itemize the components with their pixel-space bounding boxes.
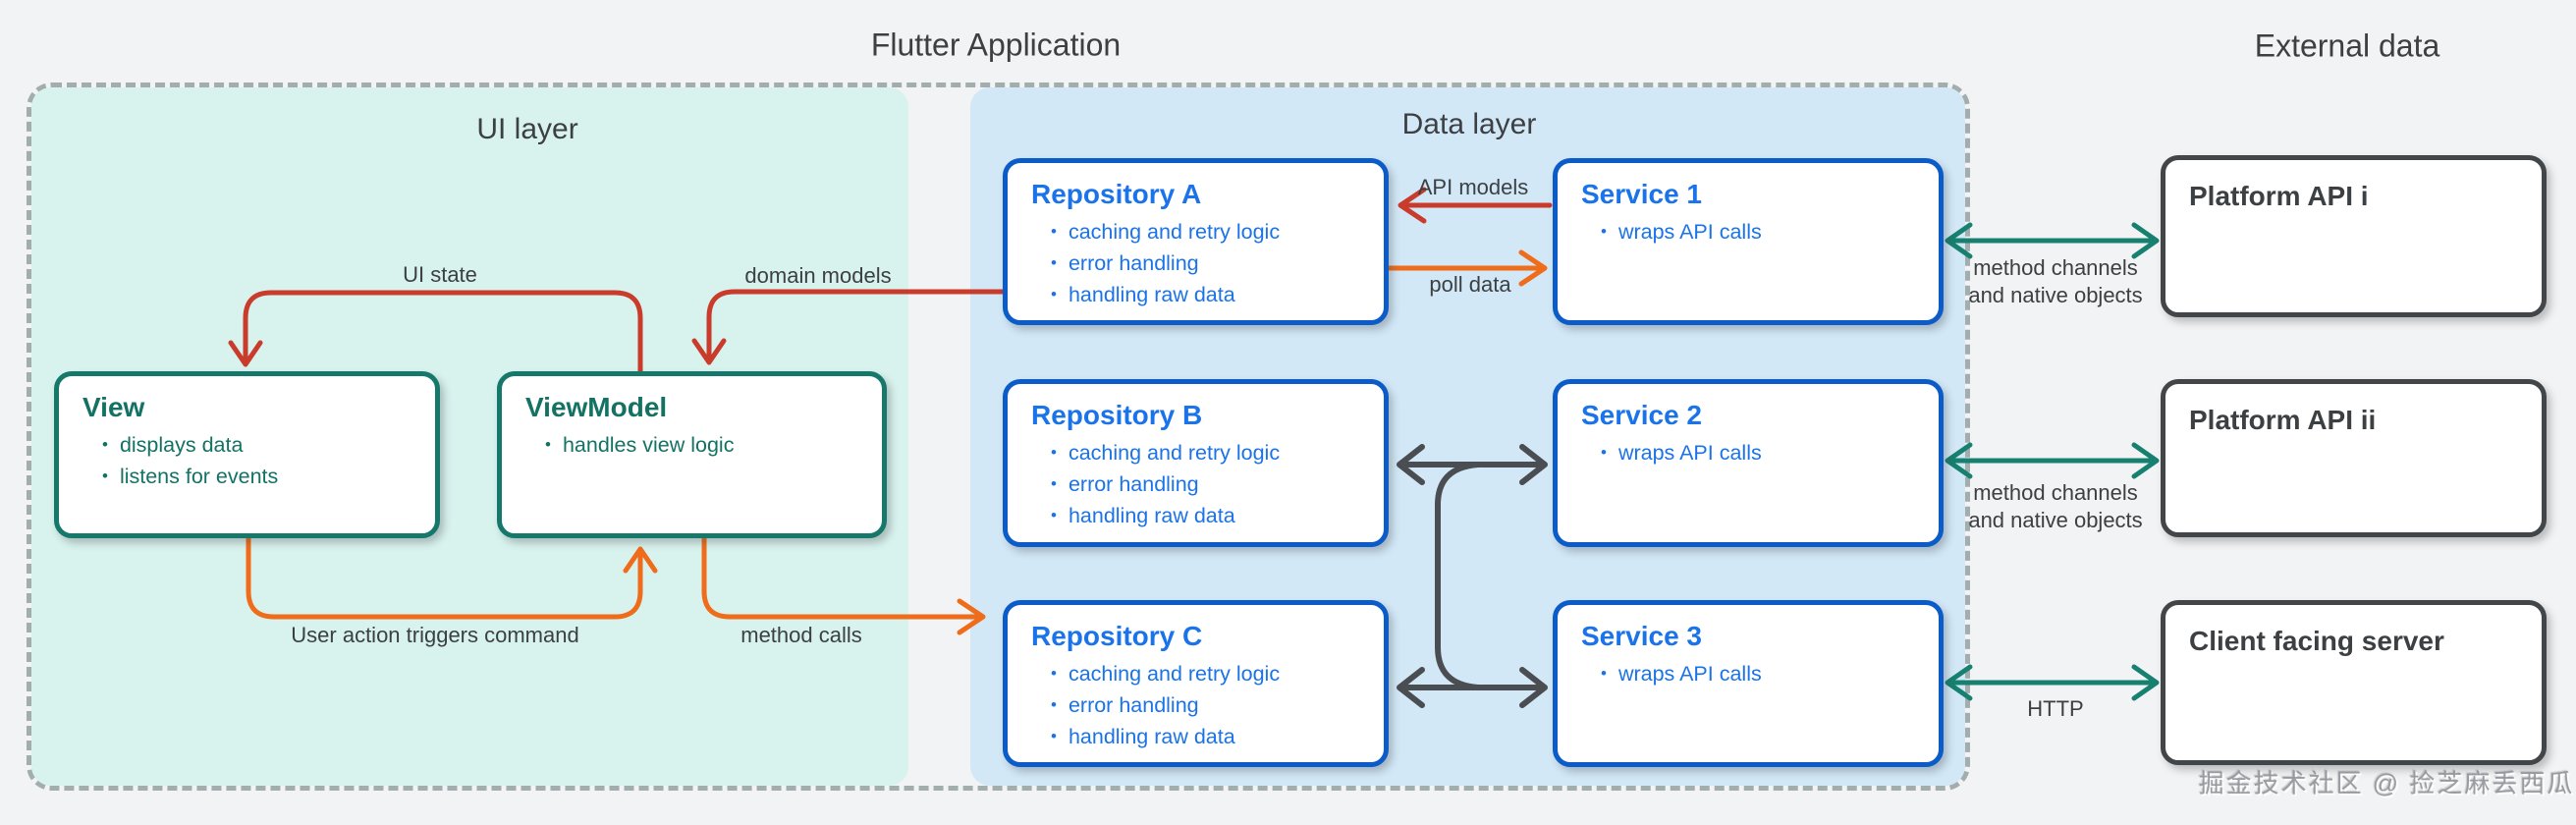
node-bullet-list: wraps API calls — [1558, 217, 1939, 248]
bullet-item: handles view logic — [545, 430, 872, 462]
node-title: Service 2 — [1581, 400, 1702, 430]
bullet-item: wraps API calls — [1601, 659, 1929, 690]
node-title: View — [82, 392, 145, 422]
arrow-method-channels-2 — [1945, 442, 2160, 479]
external-data-title: External data — [2254, 28, 2440, 64]
node-title: Repository A — [1031, 179, 1202, 209]
bullet-item: handling raw data — [1051, 280, 1374, 311]
bullet-item: error handling — [1051, 469, 1374, 501]
node-bullet-list: handles view logic — [502, 430, 882, 462]
arrow-http — [1945, 664, 2160, 701]
node-title: Platform API i — [2189, 181, 2369, 211]
label-line: and native objects — [1968, 508, 2143, 532]
bullet-item: wraps API calls — [1601, 217, 1929, 248]
label-ui-state: UI state — [403, 262, 477, 287]
label-api-models: API models — [1417, 175, 1529, 199]
bullet-item: caching and retry logic — [1051, 659, 1374, 690]
label-method-calls: method calls — [740, 623, 862, 647]
node-platform-api-ii: Platform API ii — [2161, 379, 2547, 537]
watermark-text: 掘金技术社区 @ 捡芝麻丢西瓜 — [2198, 768, 2575, 798]
node-title: Repository B — [1031, 400, 1203, 430]
bullet-item: handling raw data — [1051, 722, 1374, 753]
node-platform-api-i: Platform API i — [2161, 155, 2547, 317]
ui-layer-title: UI layer — [476, 113, 578, 145]
node-bullet-list: wraps API calls — [1558, 659, 1939, 690]
bullet-item: error handling — [1051, 690, 1374, 722]
flutter-application-dashed-container — [27, 82, 1970, 791]
node-service-3: Service 3 wraps API calls — [1553, 600, 1944, 767]
label-method-channels-1: method channels and native objects — [1968, 254, 2142, 309]
label-line: method channels — [1973, 480, 2138, 505]
node-title: Service 1 — [1581, 179, 1702, 209]
bullet-item: handling raw data — [1051, 501, 1374, 532]
node-bullet-list: wraps API calls — [1558, 438, 1939, 469]
label-poll-data: poll data — [1429, 272, 1511, 297]
node-service-2: Service 2 wraps API calls — [1553, 379, 1944, 547]
node-repository-b: Repository B caching and retry logic err… — [1003, 379, 1389, 547]
flutter-application-title: Flutter Application — [870, 27, 1122, 63]
bullet-item: displays data — [102, 430, 425, 462]
node-bullet-list: displays data listens for events — [59, 430, 435, 493]
bullet-item: caching and retry logic — [1051, 438, 1374, 469]
node-title: Platform API ii — [2189, 405, 2377, 435]
bullet-item: error handling — [1051, 248, 1374, 280]
label-method-channels-2: method channels and native objects — [1968, 479, 2142, 534]
node-repository-a: Repository A caching and retry logic err… — [1003, 158, 1389, 325]
bullet-item: caching and retry logic — [1051, 217, 1374, 248]
node-service-1: Service 1 wraps API calls — [1553, 158, 1944, 325]
node-client-facing-server: Client facing server — [2161, 600, 2547, 765]
node-bullet-list: caching and retry logic error handling h… — [1008, 659, 1384, 753]
node-bullet-list: caching and retry logic error handling h… — [1008, 438, 1384, 532]
bullet-item: listens for events — [102, 462, 425, 493]
bullet-item: wraps API calls — [1601, 438, 1929, 469]
node-title: Service 3 — [1581, 621, 1702, 651]
label-user-action: User action triggers command — [291, 623, 579, 647]
node-bullet-list: caching and retry logic error handling h… — [1008, 217, 1384, 311]
node-repository-c: Repository C caching and retry logic err… — [1003, 600, 1389, 767]
label-domain-models: domain models — [744, 263, 892, 288]
label-line: and native objects — [1968, 283, 2143, 307]
label-http: HTTP — [2027, 696, 2084, 721]
node-viewmodel: ViewModel handles view logic — [497, 371, 887, 538]
node-title: ViewModel — [525, 392, 668, 422]
data-layer-title: Data layer — [1401, 108, 1537, 140]
label-line: method channels — [1973, 255, 2138, 280]
node-title: Repository C — [1031, 621, 1203, 651]
node-title: Client facing server — [2189, 626, 2444, 656]
arrow-method-channels-1 — [1945, 222, 2160, 259]
node-view: View displays data listens for events — [54, 371, 440, 538]
